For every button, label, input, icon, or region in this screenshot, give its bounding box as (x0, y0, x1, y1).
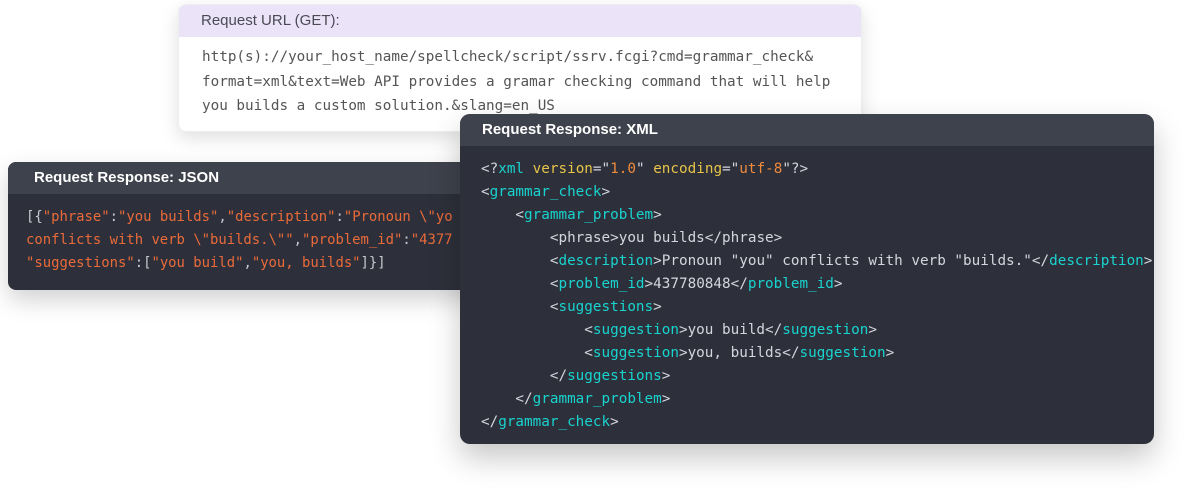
code-token: </ (549, 368, 568, 384)
code-token: =" (722, 161, 740, 177)
code-line: <suggestions> (481, 296, 1154, 319)
code-line: </grammar_problem> (481, 388, 1154, 411)
xml-response-card: Request Response: XML<?xml version="1.0"… (460, 114, 1154, 444)
code-token: : (109, 209, 119, 225)
code-token: "4377 (410, 232, 453, 248)
code-token: " (635, 161, 654, 177)
code-line: <phrase>you builds</phrase> (481, 227, 1154, 250)
code-token: problem_id (558, 276, 645, 292)
code-token: <phrase>you builds</phrase> (549, 230, 783, 246)
code-token: suggestions (567, 368, 662, 384)
code-line: <description>Pronoun "you" conflicts wit… (481, 250, 1154, 273)
xml-response-code: <?xml version="1.0" encoding="utf-8"?><g… (460, 146, 1154, 434)
code-token: "suggestions" (26, 255, 135, 271)
code-line: you builds a custom solution.&slang=en_U… (202, 98, 555, 114)
code-token: > (661, 391, 671, 407)
code-token: < (481, 184, 490, 200)
code-token: > (653, 207, 662, 223)
code-token: 1.0 (610, 161, 636, 177)
code-line: </grammar_check> (481, 411, 1154, 434)
code-token: < (584, 322, 593, 338)
code-line: <?xml version="1.0" encoding="utf-8"?> (481, 158, 1154, 181)
code-line: format=xml&text=Web API provides a grama… (202, 73, 831, 90)
code-line: <problem_id>437780848</problem_id> (481, 273, 1154, 296)
code-token: , (293, 232, 302, 248)
code-token: < (549, 253, 559, 269)
code-token: suggestion (782, 322, 869, 338)
code-token: "description" (226, 209, 336, 225)
code-token: encoding (653, 161, 723, 177)
code-token: [{ (26, 209, 43, 225)
code-token: < (549, 299, 559, 315)
code-token: > (868, 322, 877, 338)
code-token: xml (498, 161, 525, 177)
code-token: suggestion (592, 345, 679, 361)
code-token: >you, builds</ (678, 345, 800, 361)
code-token: , (218, 209, 227, 225)
code-token: description (1049, 253, 1144, 269)
code-token: grammar_problem (524, 207, 654, 223)
code-token: :[ (134, 255, 152, 271)
code-token: "problem_id" (302, 232, 403, 248)
code-token: <? (481, 161, 499, 177)
code-token: > (610, 414, 619, 430)
code-token: , (243, 255, 252, 271)
code-token: version (532, 161, 593, 177)
code-token: >437780848</ (644, 276, 748, 292)
code-token: grammar_check (498, 414, 611, 430)
xml-response-title: Request Response: XML (460, 114, 1154, 146)
code-token: > (1143, 253, 1153, 269)
code-token: < (515, 207, 525, 223)
code-token: description (558, 253, 654, 269)
code-token: "you, builds" (251, 255, 361, 271)
code-token: </ (515, 391, 533, 407)
code-token: conflicts with verb \"builds.\"" (26, 232, 294, 248)
code-token: < (584, 345, 593, 361)
code-line: http(s)://your_host_name/spellcheck/scri… (202, 49, 814, 65)
code-line: <suggestion>you build</suggestion> (481, 319, 1154, 342)
code-token: problem_id (747, 276, 834, 292)
request-url-title: Request URL (GET): (179, 5, 861, 37)
request-url-card: Request URL (GET): http(s)://your_host_na… (178, 4, 862, 132)
code-token: grammar_check (489, 184, 602, 200)
code-token: "you build" (151, 255, 244, 271)
code-token: >Pronoun "you" conflicts with verb "buil… (653, 253, 1050, 269)
code-token: < (549, 276, 559, 292)
code-token: >you build</ (678, 322, 783, 338)
code-token: =" (592, 161, 611, 177)
code-token: </ (481, 414, 499, 430)
code-line: <grammar_check> (481, 181, 1154, 204)
code-line: [{"phrase":"you builds","description":"P… (26, 206, 608, 229)
code-token: "Pronoun \"yo (343, 209, 453, 225)
code-token: suggestion (592, 322, 679, 338)
code-token: suggestions (558, 299, 654, 315)
code-token: "phrase" (42, 209, 110, 225)
code-token: > (661, 368, 671, 384)
code-token: suggestion (799, 345, 886, 361)
code-token: "you builds" (118, 209, 219, 225)
code-token: grammar_problem (532, 391, 662, 407)
code-line: <grammar_problem> (481, 204, 1154, 227)
code-token: : (402, 232, 411, 248)
code-line: <suggestion>you, builds</suggestion> (481, 342, 1154, 365)
code-line: </suggestions> (481, 365, 1154, 388)
code-line: "suggestions":["you build","you, builds"… (26, 252, 608, 275)
code-token: : (335, 209, 344, 225)
code-token: > (885, 345, 895, 361)
code-token: "?> (782, 161, 809, 177)
code-token: > (653, 299, 662, 315)
code-line: conflicts with verb \"builds.\"","proble… (26, 229, 608, 252)
code-token: > (601, 184, 611, 200)
code-token: > (833, 276, 843, 292)
json-response-code: [{"phrase":"you builds","description":"P… (8, 194, 608, 275)
code-token: utf-8 (739, 161, 783, 177)
request-url-code: http(s)://your_host_name/spellcheck/scri… (179, 37, 861, 119)
code-token (524, 161, 533, 177)
code-token: ]}] (360, 255, 386, 271)
